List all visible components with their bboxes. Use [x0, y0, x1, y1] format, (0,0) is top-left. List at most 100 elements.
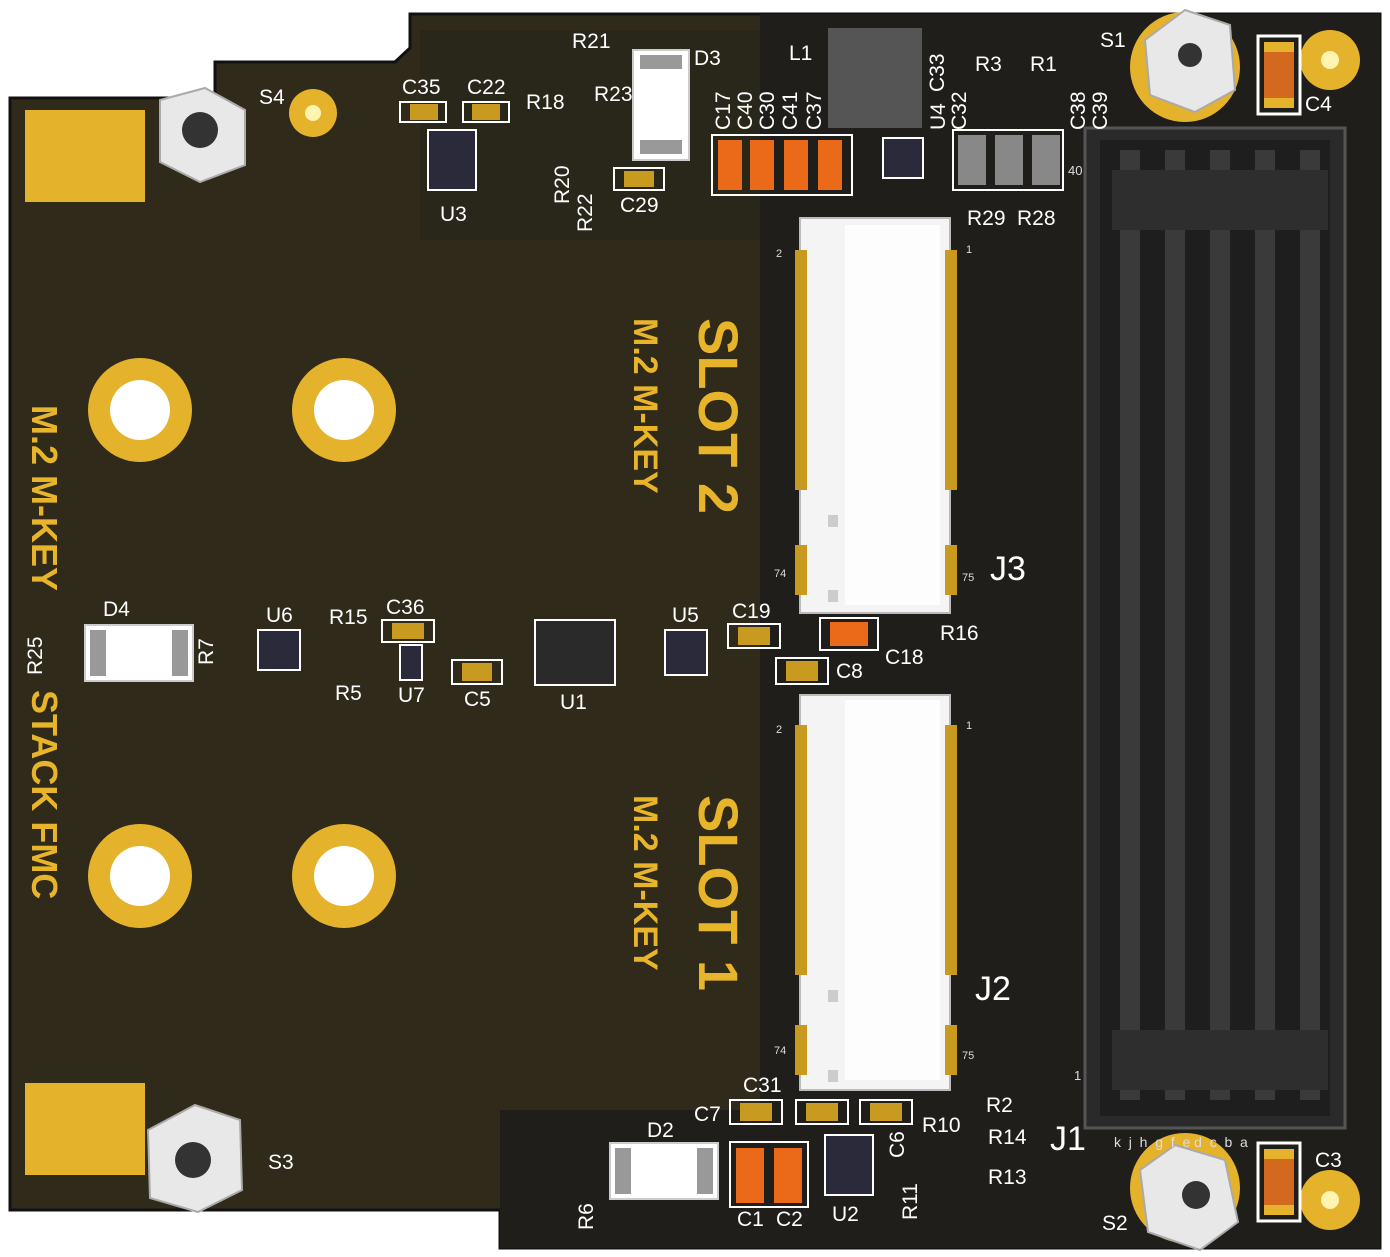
j2-pin1: 1 [966, 720, 973, 732]
label-c32: C32 [948, 91, 971, 130]
label-c33: C33 [926, 53, 949, 92]
u4-chip [882, 137, 924, 179]
label-s2: S2 [1102, 1212, 1128, 1235]
label-c19: C19 [732, 600, 771, 623]
label-c29: C29 [620, 194, 659, 217]
label-r13: R13 [988, 1166, 1027, 1189]
label-c7: C7 [694, 1103, 721, 1126]
label-r16: R16 [940, 622, 979, 645]
u1-chip [534, 619, 616, 686]
j2-m2-connector [795, 694, 957, 1091]
label-r3: R3 [975, 53, 1002, 76]
label-u1: U1 [560, 691, 587, 714]
label-c1: C1 [737, 1208, 764, 1231]
slot2-title: SLOT 2 [687, 318, 750, 515]
d3-diode [632, 49, 690, 161]
mounting-hole-bl [88, 824, 192, 928]
slot2-subtitle: M.2 M-KEY [626, 318, 664, 494]
label-r29: R29 [967, 207, 1006, 230]
u6-chip [257, 629, 301, 671]
label-c30: C30 [756, 91, 779, 130]
label-s3: S3 [268, 1151, 294, 1174]
standoff-s2 [1130, 1133, 1240, 1252]
j1-row-letters: k j h g f e d c b a [1114, 1134, 1248, 1150]
label-c4: C4 [1305, 93, 1332, 116]
slot1-subtitle: M.2 M-KEY [626, 795, 664, 971]
label-r6: R6 [575, 1203, 598, 1230]
label-c5: C5 [464, 688, 491, 711]
mounting-hole-br [292, 824, 396, 928]
standoff-s4 [159, 86, 246, 184]
label-u3: U3 [440, 203, 467, 226]
standoff-s3 [146, 1103, 244, 1214]
u3-chip [427, 129, 477, 191]
j1-connector [1083, 126, 1347, 1130]
mounting-hole-tr [292, 358, 396, 462]
label-l1: L1 [789, 42, 813, 65]
label-c31: C31 [743, 1074, 782, 1097]
d4-diode [84, 624, 194, 682]
j2-pin74: 74 [774, 1045, 787, 1057]
label-c6: C6 [886, 1131, 909, 1158]
label-d3: D3 [694, 47, 721, 70]
label-j3: J3 [990, 550, 1026, 588]
label-r10: R10 [922, 1114, 961, 1137]
label-c41: C41 [779, 91, 802, 130]
j2-pin2: 2 [776, 724, 783, 736]
left-silk-text-2: STACK FMC [24, 690, 65, 900]
j2-pin75: 75 [962, 1050, 975, 1062]
label-c40: C40 [734, 91, 757, 130]
j3-pin1: 1 [966, 244, 973, 256]
label-r25: R25 [24, 636, 47, 675]
left-silk-text-1: M.2 M-KEY [24, 405, 65, 592]
label-r20: R20 [551, 165, 574, 204]
mounting-hole-tl [88, 358, 192, 462]
label-r7: R7 [195, 638, 218, 665]
label-r2: R2 [986, 1094, 1013, 1117]
label-r23: R23 [594, 83, 633, 106]
label-r11: R11 [899, 1183, 922, 1220]
label-j1: J1 [1050, 1120, 1086, 1158]
pad-bottom-left [25, 1083, 145, 1175]
u2-chip [824, 1134, 874, 1196]
u5-chip [664, 629, 708, 676]
label-r22: R22 [574, 193, 597, 232]
label-c36: C36 [386, 596, 425, 619]
label-r18: R18 [526, 91, 565, 114]
label-c22: C22 [467, 76, 506, 99]
label-r28: R28 [1017, 207, 1056, 230]
j3-m2-connector [795, 217, 957, 614]
pad-top-left [25, 110, 145, 202]
label-c37: C37 [803, 91, 826, 130]
label-u7: U7 [398, 684, 425, 707]
label-u2: U2 [832, 1203, 859, 1226]
j1-pin1: 1 [1074, 1068, 1082, 1083]
label-d2: D2 [647, 1119, 674, 1142]
label-u6: U6 [266, 604, 293, 627]
d2-diode [609, 1142, 719, 1200]
label-r5: R5 [335, 682, 362, 705]
j3-pin74: 74 [774, 568, 787, 580]
label-d4: D4 [103, 598, 130, 621]
label-c8: C8 [836, 660, 863, 683]
label-c18: C18 [885, 646, 924, 669]
label-s4: S4 [259, 86, 285, 109]
label-c35: C35 [402, 76, 441, 99]
label-c17: C17 [712, 91, 735, 130]
l1-inductor [828, 28, 922, 128]
standoff-s1 [1130, 8, 1240, 122]
j1-pin40: 40 [1068, 163, 1083, 178]
j3-pin75: 75 [962, 572, 975, 584]
label-j2: J2 [975, 970, 1011, 1008]
u7-chip [399, 644, 423, 681]
label-c38: C38 [1067, 91, 1090, 130]
slot1-title: SLOT 1 [687, 795, 750, 992]
j3-pin2: 2 [776, 248, 783, 260]
label-r14: R14 [988, 1126, 1027, 1149]
label-c39: C39 [1089, 91, 1112, 130]
label-r21: R21 [572, 30, 611, 53]
label-c3: C3 [1315, 1149, 1342, 1172]
label-s1: S1 [1100, 29, 1126, 52]
label-u4: U4 [927, 103, 950, 130]
